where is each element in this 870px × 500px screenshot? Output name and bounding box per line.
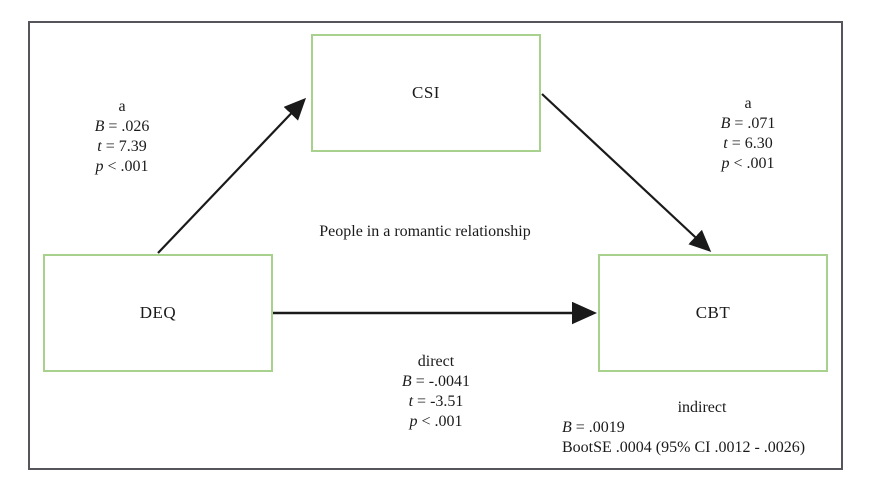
stat-line: t = -3.51 <box>408 393 464 410</box>
stat-line: B = .071 <box>720 115 776 132</box>
box-csi: CSI <box>311 34 541 152</box>
stat-line: B = .0019 <box>562 419 625 436</box>
stat-line: t = 7.39 <box>97 138 147 155</box>
box-cbt: CBT <box>598 254 828 372</box>
stats-path-a-right-header: a <box>744 95 752 112</box>
stats-direct-effect: direct B = -.0041 t = -3.51 p < .001 <box>376 352 496 432</box>
box-deq-label: DEQ <box>139 303 177 322</box>
box-cbt-label: CBT <box>695 303 731 322</box>
stats-indirect-effect: indirect B = .0019 BootSE .0004 (95% CI … <box>562 398 842 458</box>
stats-indirect-header: indirect <box>677 399 727 416</box>
stat-line: B = .026 <box>94 118 150 135</box>
stat-line: B = -.0041 <box>401 373 471 390</box>
center-note: People in a romantic relationship <box>319 223 531 240</box>
stats-path-a-left-header: a <box>118 98 126 115</box>
box-deq: DEQ <box>43 254 273 372</box>
stats-direct-header: direct <box>417 353 455 370</box>
stat-line: p < .001 <box>95 158 149 175</box>
stat-line: BootSE .0004 (95% CI .0012 - .0026) <box>562 439 806 456</box>
box-csi-label: CSI <box>412 83 440 102</box>
stat-line: t = 6.30 <box>723 135 773 152</box>
stats-path-a-left: a B = .026 t = 7.39 p < .001 <box>62 97 182 177</box>
stat-line: p < .001 <box>721 155 775 172</box>
stat-line: p < .001 <box>409 413 463 430</box>
stats-path-a-right: a B = .071 t = 6.30 p < .001 <box>688 94 808 174</box>
